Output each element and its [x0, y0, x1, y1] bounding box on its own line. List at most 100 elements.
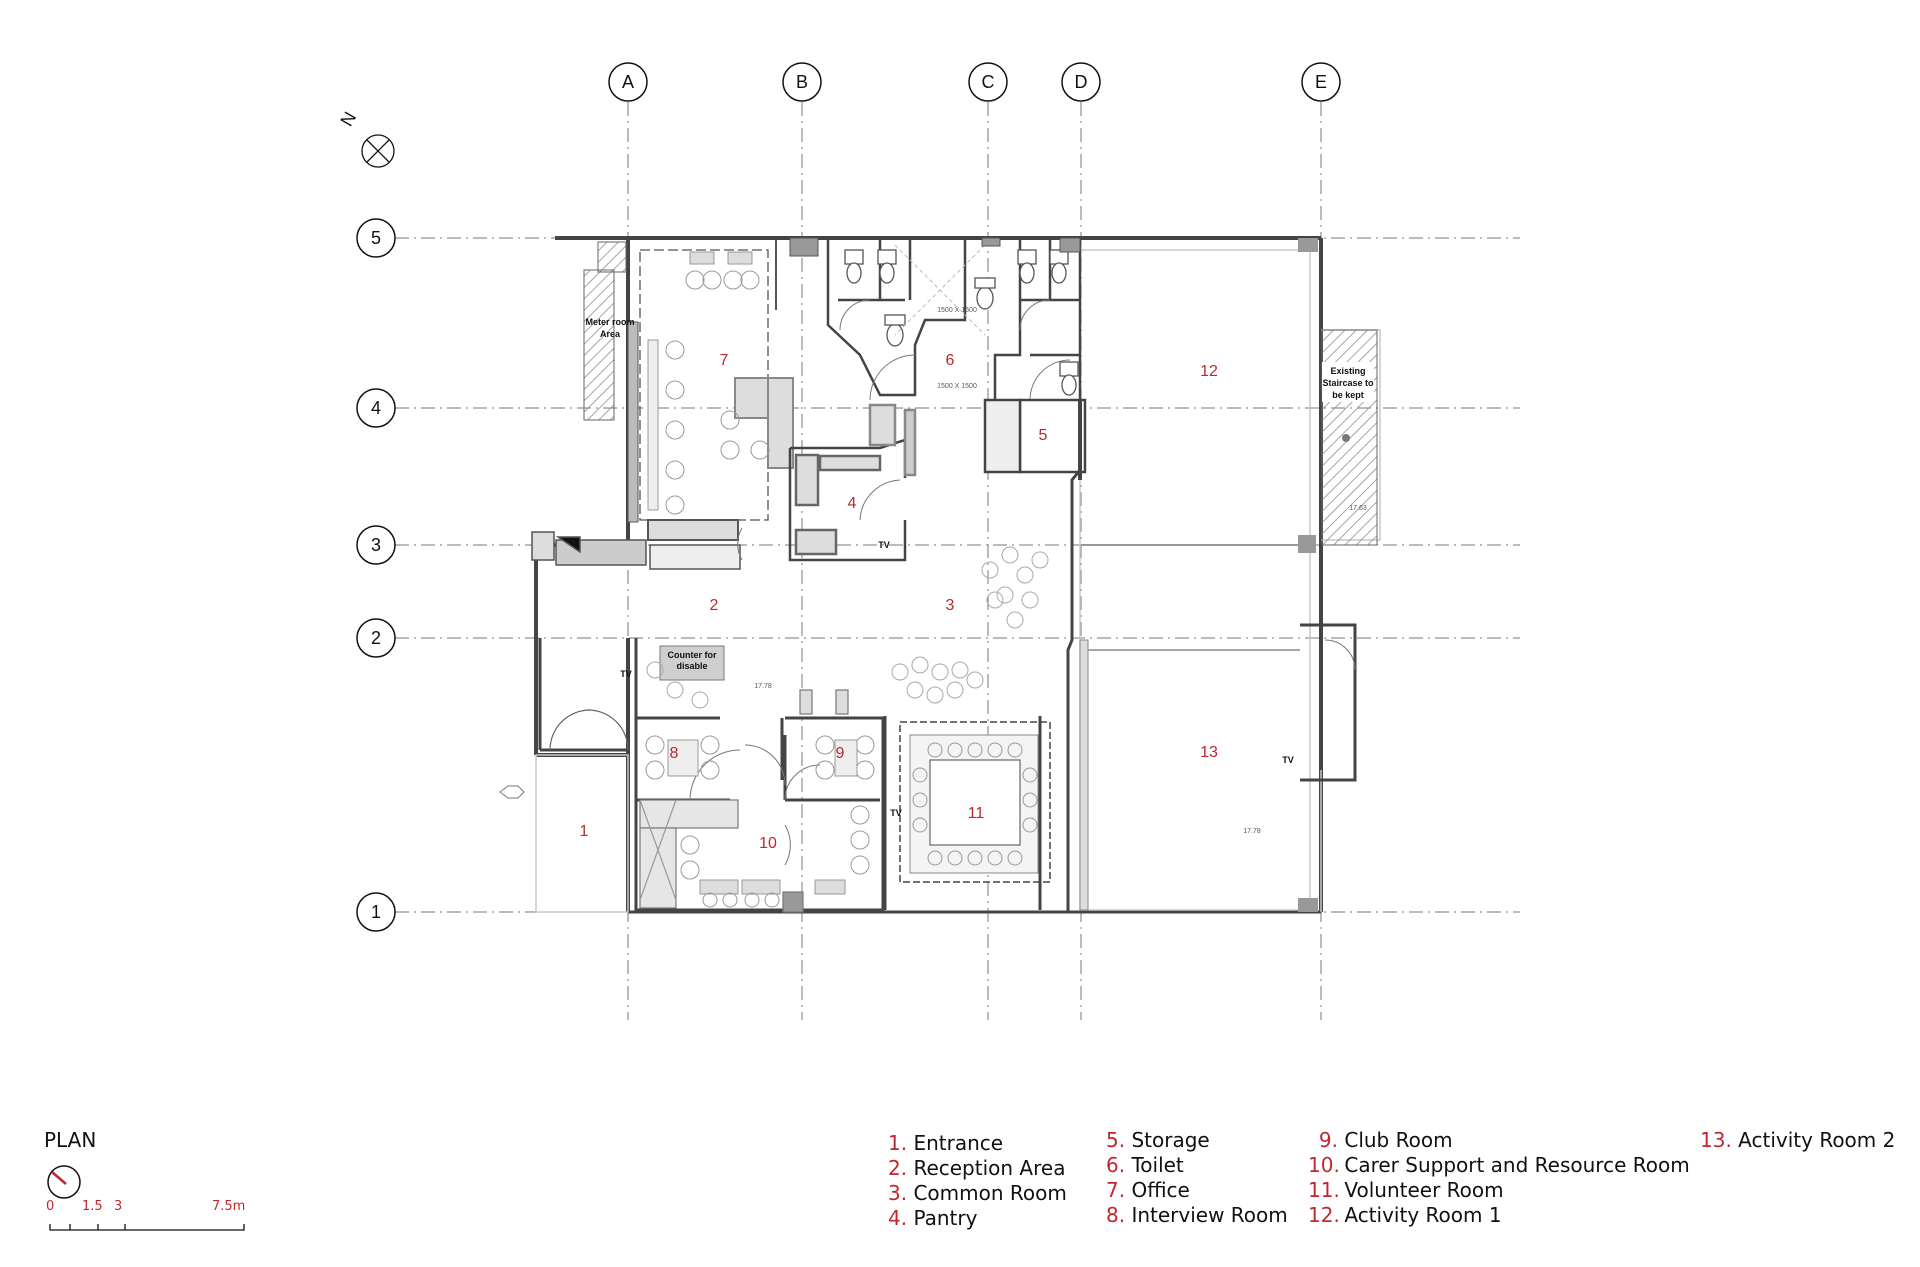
tv-label-2: TV [878, 540, 890, 550]
partition-wall [1066, 400, 1300, 912]
legend-label: Common Room [913, 1181, 1067, 1205]
grid-bubble-3 [356, 525, 396, 565]
level-mark-1: 17.78 [754, 683, 772, 690]
grid-bubble-d [1061, 62, 1101, 102]
room-number-7: 7 [720, 352, 729, 369]
grid-bubbles [356, 62, 1341, 932]
grid-label-3: 3 [371, 535, 381, 555]
storage-room [983, 398, 1087, 480]
north-arrow: N [336, 108, 395, 168]
room-number-6: 6 [946, 352, 955, 369]
tv-label-3: TV [890, 808, 902, 818]
legend-column-1: 1. Entrance 2. Reception Area 3. Common … [888, 1131, 1067, 1231]
north-label: N [336, 108, 360, 129]
legend-item: 2. Reception Area [888, 1156, 1067, 1181]
grid-label-4: 4 [371, 398, 381, 418]
legend-item: 13. Activity Room 2 [1700, 1128, 1895, 1153]
staircase-label-1: Existing [1330, 366, 1365, 376]
legend-num: 10. [1308, 1153, 1340, 1177]
grid-bubble-e [1301, 62, 1341, 102]
legend-item: 11. Volunteer Room [1308, 1178, 1690, 1203]
legend-num: 12. [1308, 1203, 1340, 1227]
legend-label: Reception Area [913, 1156, 1066, 1180]
meter-room-label-2: Area [600, 329, 621, 339]
grid-bubble-5 [356, 218, 396, 258]
pantry-room [788, 403, 917, 562]
grid-bubble-c [968, 62, 1008, 102]
grid-label-d: D [1075, 72, 1088, 92]
toilet-fixtures [844, 249, 1079, 396]
grid-label-c: C [982, 72, 995, 92]
door-arcs-lower [689, 744, 821, 866]
legend-label: Carer Support and Resource Room [1344, 1153, 1690, 1177]
meter-room-label-1: Meter room [585, 317, 634, 327]
room-number-3: 3 [946, 597, 955, 614]
room-number-12: 12 [1200, 363, 1218, 380]
legend-column-4: 13. Activity Room 2 [1700, 1128, 1895, 1153]
counter-label-1: Counter for [668, 650, 717, 660]
counter-label-2: disable [676, 661, 707, 671]
legend-item: 10. Carer Support and Resource Room [1308, 1153, 1690, 1178]
legend-label: Entrance [913, 1131, 1004, 1155]
grid-label-2: 2 [371, 628, 381, 648]
grid-bubble-b [782, 62, 822, 102]
room-number-5: 5 [1039, 427, 1048, 444]
grid-label-e: E [1315, 72, 1327, 92]
plan-north-icon [47, 1165, 81, 1199]
level-mark-3: 17.63 [1349, 505, 1367, 512]
room-number-1: 1 [580, 823, 589, 840]
toilet-door-arcs [839, 244, 1071, 401]
office-furniture [647, 251, 770, 515]
legend-label: Pantry [913, 1206, 978, 1230]
legend-item: 3. Common Room [888, 1181, 1067, 1206]
grid-label-1: 1 [371, 902, 381, 922]
legend-num: 4. [888, 1206, 908, 1230]
grid-bubble-a [608, 62, 648, 102]
room-number-2: 2 [710, 597, 719, 614]
legend-num: 3. [888, 1181, 908, 1205]
staircase-label-2: Staircase to [1322, 378, 1374, 388]
meter-room [583, 241, 639, 523]
room-number-4: 4 [848, 495, 857, 512]
legend-num: 9. [1318, 1128, 1338, 1152]
legend-num: 8. [1106, 1203, 1126, 1227]
reception-walls [531, 527, 743, 570]
legend-num: 11. [1308, 1178, 1340, 1202]
common-room-furniture [646, 546, 1049, 709]
scale-label-3: 3 [114, 1199, 123, 1214]
legend-item: 1. Entrance [888, 1131, 1067, 1156]
legend-item: 7. Office [1106, 1178, 1288, 1203]
volunteer-chairs [912, 742, 1038, 866]
staircase-label-3: be kept [1332, 390, 1364, 400]
reception-counter [634, 638, 725, 720]
legend-num: 5. [1106, 1128, 1126, 1152]
volunteer-room [883, 716, 1051, 910]
grid-bubble-2 [356, 618, 396, 658]
legend-item: 9. Club Room [1308, 1128, 1690, 1153]
lower-furniture [645, 735, 875, 908]
scale-label-1-5: 1.5 [82, 1199, 103, 1214]
tv-label-4: TV [1282, 755, 1294, 765]
legend-num: 13. [1700, 1128, 1732, 1152]
legend-label: Activity Room 1 [1344, 1203, 1502, 1227]
room-number-13: 13 [1200, 744, 1218, 761]
tv-label-1: TV [620, 669, 632, 679]
legend-label: Storage [1131, 1128, 1210, 1152]
room-number-11: 11 [968, 805, 985, 822]
legend-item: 4. Pantry [888, 1206, 1067, 1231]
grid-label-b: B [796, 72, 808, 92]
room-number-9: 9 [836, 745, 845, 762]
plan-title: PLAN [44, 1128, 97, 1152]
scale-label-7-5: 7.5m [212, 1199, 246, 1214]
legend-label: Interview Room [1131, 1203, 1288, 1227]
legend-item: 12. Activity Room 1 [1308, 1203, 1690, 1228]
toilet-block [826, 240, 1082, 472]
legend-column-2: 5. Storage 6. Toilet 7. Office 8. Interv… [1106, 1128, 1288, 1228]
grid-bubble-4 [356, 388, 396, 428]
scale-label-0: 0 [46, 1199, 55, 1214]
legend-label: Toilet [1131, 1153, 1184, 1177]
room-number-8: 8 [670, 745, 679, 762]
legend-num: 2. [888, 1156, 908, 1180]
legend-item: 6. Toilet [1106, 1153, 1288, 1178]
activity-room-2-bay [1079, 238, 1357, 912]
